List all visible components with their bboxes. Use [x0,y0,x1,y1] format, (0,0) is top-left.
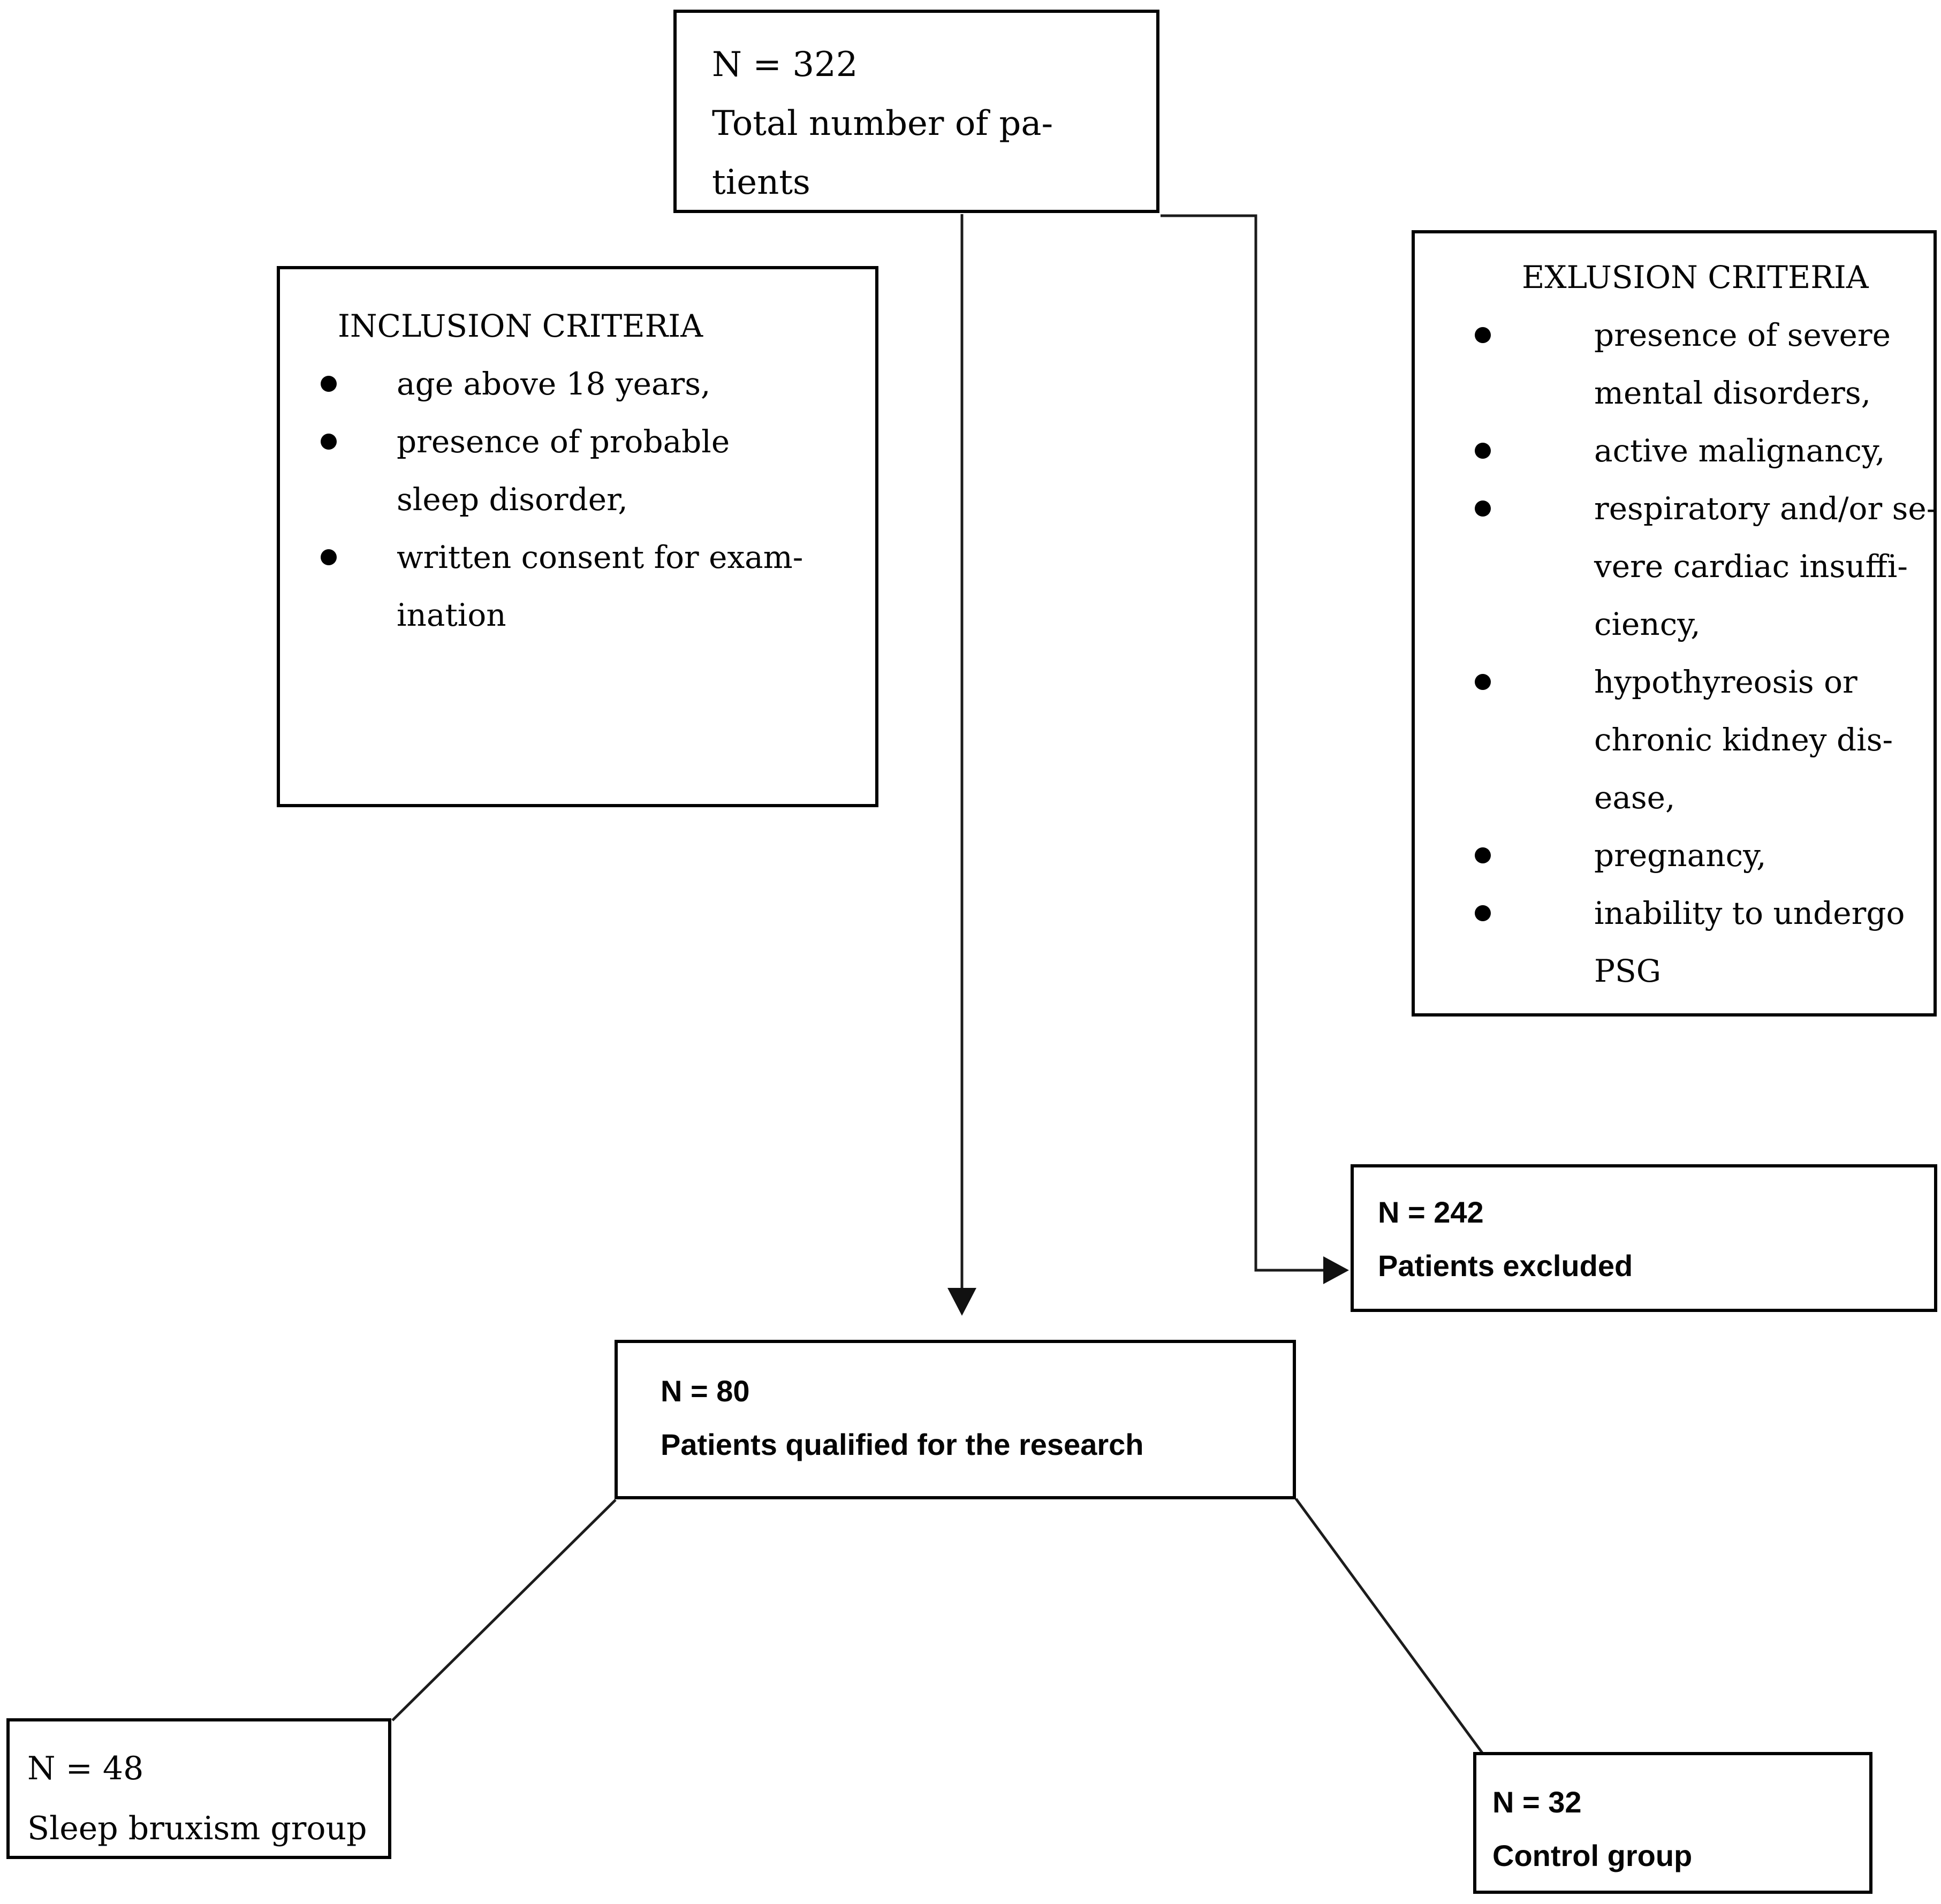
total-patients-label-line1: Total number of pa- [712,104,1053,143]
sleep-bruxism-label: Sleep bruxism group [27,1810,367,1847]
sleep-bruxism-count: N = 48 [27,1750,144,1787]
bullet-dot-icon [1475,500,1491,517]
exclusion-bullet-list: presence of severe mental disorders, activ… [1415,306,1937,1000]
inclusion-criteria-box: INCLUSION CRITERIA age above 18 years,pr… [277,266,878,807]
total-patients-box: N = 322 Total number of pa- tients [673,10,1159,213]
bullet-line: presence of probable [280,413,875,471]
patients-excluded-box: N = 242 Patients excluded [1351,1164,1937,1312]
bullet-line: PSG [1594,953,1662,989]
bullet-line: hypothyreosis or [1415,653,1934,711]
inclusion-bullet-list: age above 18 years,presence of probable s… [280,355,875,644]
sleep-bruxism-group-box: N = 48 Sleep bruxism group [6,1718,391,1859]
bullet-dot-icon [321,376,337,392]
bullet-line: sleep disorder, [397,481,628,518]
total-patients-label-line2: tients [712,163,810,202]
bullet-dot-icon [1475,327,1491,343]
patients-excluded-count: N = 242 [1378,1195,1484,1229]
patients-qualified-count: N = 80 [661,1374,750,1408]
bullet-line: inability to undergo [1415,884,1934,942]
exclusion-criteria-box: EXLUSION CRITERIA presence of severe ment… [1412,230,1937,1017]
bullet-dot-icon [321,434,337,450]
connector-total-to-excluded [1161,214,1323,1272]
arrowhead-down-icon [947,1288,976,1316]
bullet-line: ease, [1594,779,1675,816]
bullet-line: pregnancy, [1415,826,1934,884]
control-group-box: N = 32 Control group [1473,1752,1872,1894]
bullet-line: written consent for exam- [280,528,875,586]
exclusion-criteria-title: EXLUSION CRITERIA [1522,259,1869,295]
bullet-line: ination [397,597,506,633]
bullet-line: respiratory and/or se- [1415,480,1937,537]
patients-qualified-label: Patients qualified for the research [661,1428,1144,1461]
control-group-label: Control group [1492,1839,1693,1872]
bullet-line: age above 18 years, [280,355,875,413]
inclusion-criteria-title: INCLUSION CRITERIA [338,308,703,344]
bullet-line: vere cardiac insuffi- [1594,548,1908,585]
bullet-line: chronic kidney dis- [1594,722,1893,758]
bullet-dot-icon [1475,847,1491,863]
bullet-dot-icon [1475,905,1491,921]
bullet-dot-icon [1475,443,1491,459]
connector-qualified-to-bruxism [391,1499,617,1721]
patients-qualified-box: N = 80 Patients qualified for the resear… [615,1340,1296,1499]
bullet-line: ciency, [1594,606,1701,642]
bullet-line: active malignancy, [1415,422,1934,480]
patients-excluded-label: Patients excluded [1378,1249,1633,1283]
bullet-line: mental disorders, [1594,375,1871,411]
bullet-dot-icon [1475,674,1491,690]
bullet-line: presence of severe [1415,306,1934,364]
connector-qualified-to-control [1294,1498,1484,1755]
bullet-dot-icon [321,549,337,565]
total-patients-count: N = 322 [712,45,858,85]
arrowhead-right-icon [1323,1256,1349,1284]
control-group-count: N = 32 [1492,1785,1582,1819]
